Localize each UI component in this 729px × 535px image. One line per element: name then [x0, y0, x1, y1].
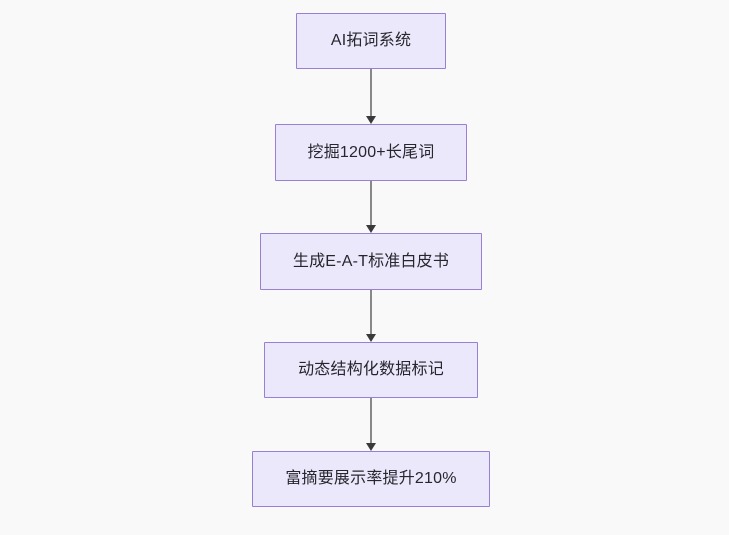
- flow-node-eat-whitepaper[interactable]: 生成E-A-T标准白皮书: [260, 233, 482, 290]
- edge-line: [370, 181, 372, 226]
- arrowhead-icon: [366, 334, 376, 342]
- flow-edge-1-2: [366, 69, 376, 124]
- flow-node-rich-snippet-result[interactable]: 富摘要展示率提升210%: [252, 451, 490, 507]
- flow-edge-4-5: [366, 398, 376, 451]
- edge-line: [370, 398, 372, 444]
- flow-node-ai-keyword-system[interactable]: AI拓词系统: [296, 13, 446, 69]
- flow-node-structured-data-markup[interactable]: 动态结构化数据标记: [264, 342, 478, 398]
- arrowhead-icon: [366, 443, 376, 451]
- arrowhead-icon: [366, 225, 376, 233]
- edge-line: [370, 69, 372, 117]
- flow-node-longtail-mining[interactable]: 挖掘1200+长尾词: [275, 124, 467, 181]
- flow-edge-2-3: [366, 181, 376, 233]
- edge-line: [370, 290, 372, 335]
- flow-edge-3-4: [366, 290, 376, 342]
- arrowhead-icon: [366, 116, 376, 124]
